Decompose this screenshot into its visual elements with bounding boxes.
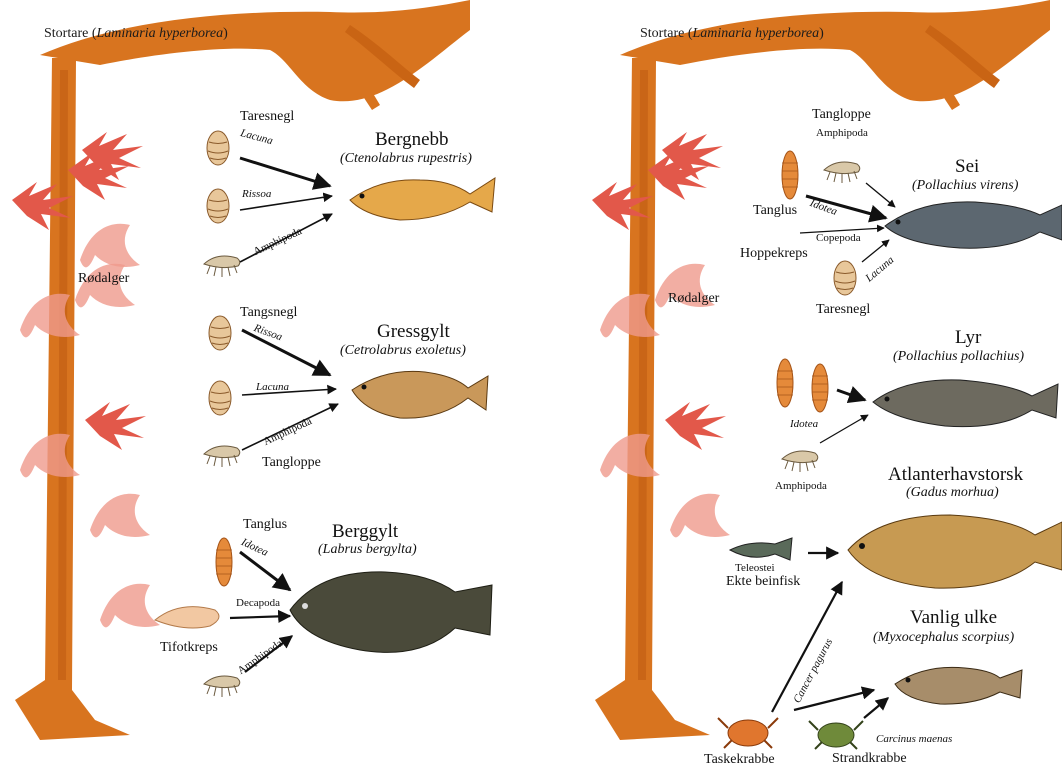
left-kelp-label: Stortare (Laminaria hyperborea) <box>44 27 228 41</box>
amphipoda-label-4: Amphipoda <box>816 128 868 139</box>
tifotkreps-shrimp <box>155 607 219 628</box>
copepoda-label: Copepoda <box>816 233 861 244</box>
tangloppe-label: Tangloppe <box>262 456 321 470</box>
sei-title: Sei <box>955 157 979 176</box>
gressgylt-latin: (Cetrolabrus exoletus) <box>340 344 466 358</box>
tanglus-label-2: Tanglus <box>753 204 797 218</box>
taskekrabbe-crab <box>718 718 778 748</box>
tangsnegl-label: Tangsnegl <box>240 306 297 320</box>
gressgylt-fish <box>352 371 488 418</box>
torsk-fish <box>848 515 1062 588</box>
torsk-latin: (Gadus morhua) <box>906 486 999 500</box>
bergnebb-title: Bergnebb <box>375 130 449 149</box>
taskekrabbe-label: Taskekrabbe <box>704 753 775 767</box>
bergnebb-fish <box>350 178 495 220</box>
tanglus-label: Tanglus <box>243 518 287 532</box>
lyr-latin: (Pollachius pollachius) <box>893 350 1024 364</box>
tangloppe-label-2: Tangloppe <box>812 108 871 122</box>
teleostei-fish <box>730 538 792 560</box>
decapoda-label: Decapoda <box>236 598 280 609</box>
ulke-fish <box>895 667 1022 704</box>
teleostei-label: Teleostei <box>735 563 775 574</box>
taresnegl-label: Taresnegl <box>240 110 294 124</box>
lacuna-label-2: Lacuna <box>256 382 289 393</box>
lyr-fish <box>873 380 1058 427</box>
ulke-latin: (Myxocephalus scorpius) <box>873 631 1014 645</box>
berggylt-latin: (Labrus bergylta) <box>318 543 417 557</box>
gressgylt-title: Gressgylt <box>377 322 450 341</box>
torsk-title: Atlanterhavstorsk <box>888 465 1023 484</box>
idotea-label-3: Idotea <box>790 419 818 430</box>
taresnegl-label-2: Taresnegl <box>816 303 870 317</box>
sei-fish <box>885 202 1062 248</box>
hoppekreps-label: Hoppekreps <box>740 247 808 261</box>
tifotkreps-label: Tifotkreps <box>160 641 218 655</box>
sei-latin: (Pollachius virens) <box>912 179 1018 193</box>
amphipoda-label-5: Amphipoda <box>775 481 827 492</box>
rissoa-label: Rissoa <box>242 189 271 200</box>
left-algae <box>12 132 160 627</box>
right-kelp-label: Stortare (Laminaria hyperborea) <box>640 27 824 41</box>
left-algae-label: Rødalger <box>78 272 129 286</box>
berggylt-fish <box>290 572 492 652</box>
right-algae-label: Rødalger <box>668 292 719 306</box>
lyr-title: Lyr <box>955 328 981 347</box>
ekte-beinfisk-label: Ekte beinfisk <box>726 575 800 589</box>
right-algae <box>592 132 730 537</box>
ulke-title: Vanlig ulke <box>910 608 997 627</box>
carcinus-maenas-label: Carcinus maenas <box>876 734 952 745</box>
strandkrabbe-label: Strandkrabbe <box>832 752 907 766</box>
berggylt-title: Berggylt <box>332 522 398 541</box>
strandkrabbe-crab <box>809 721 863 749</box>
bergnebb-latin: (Ctenolabrus rupestris) <box>340 152 472 166</box>
